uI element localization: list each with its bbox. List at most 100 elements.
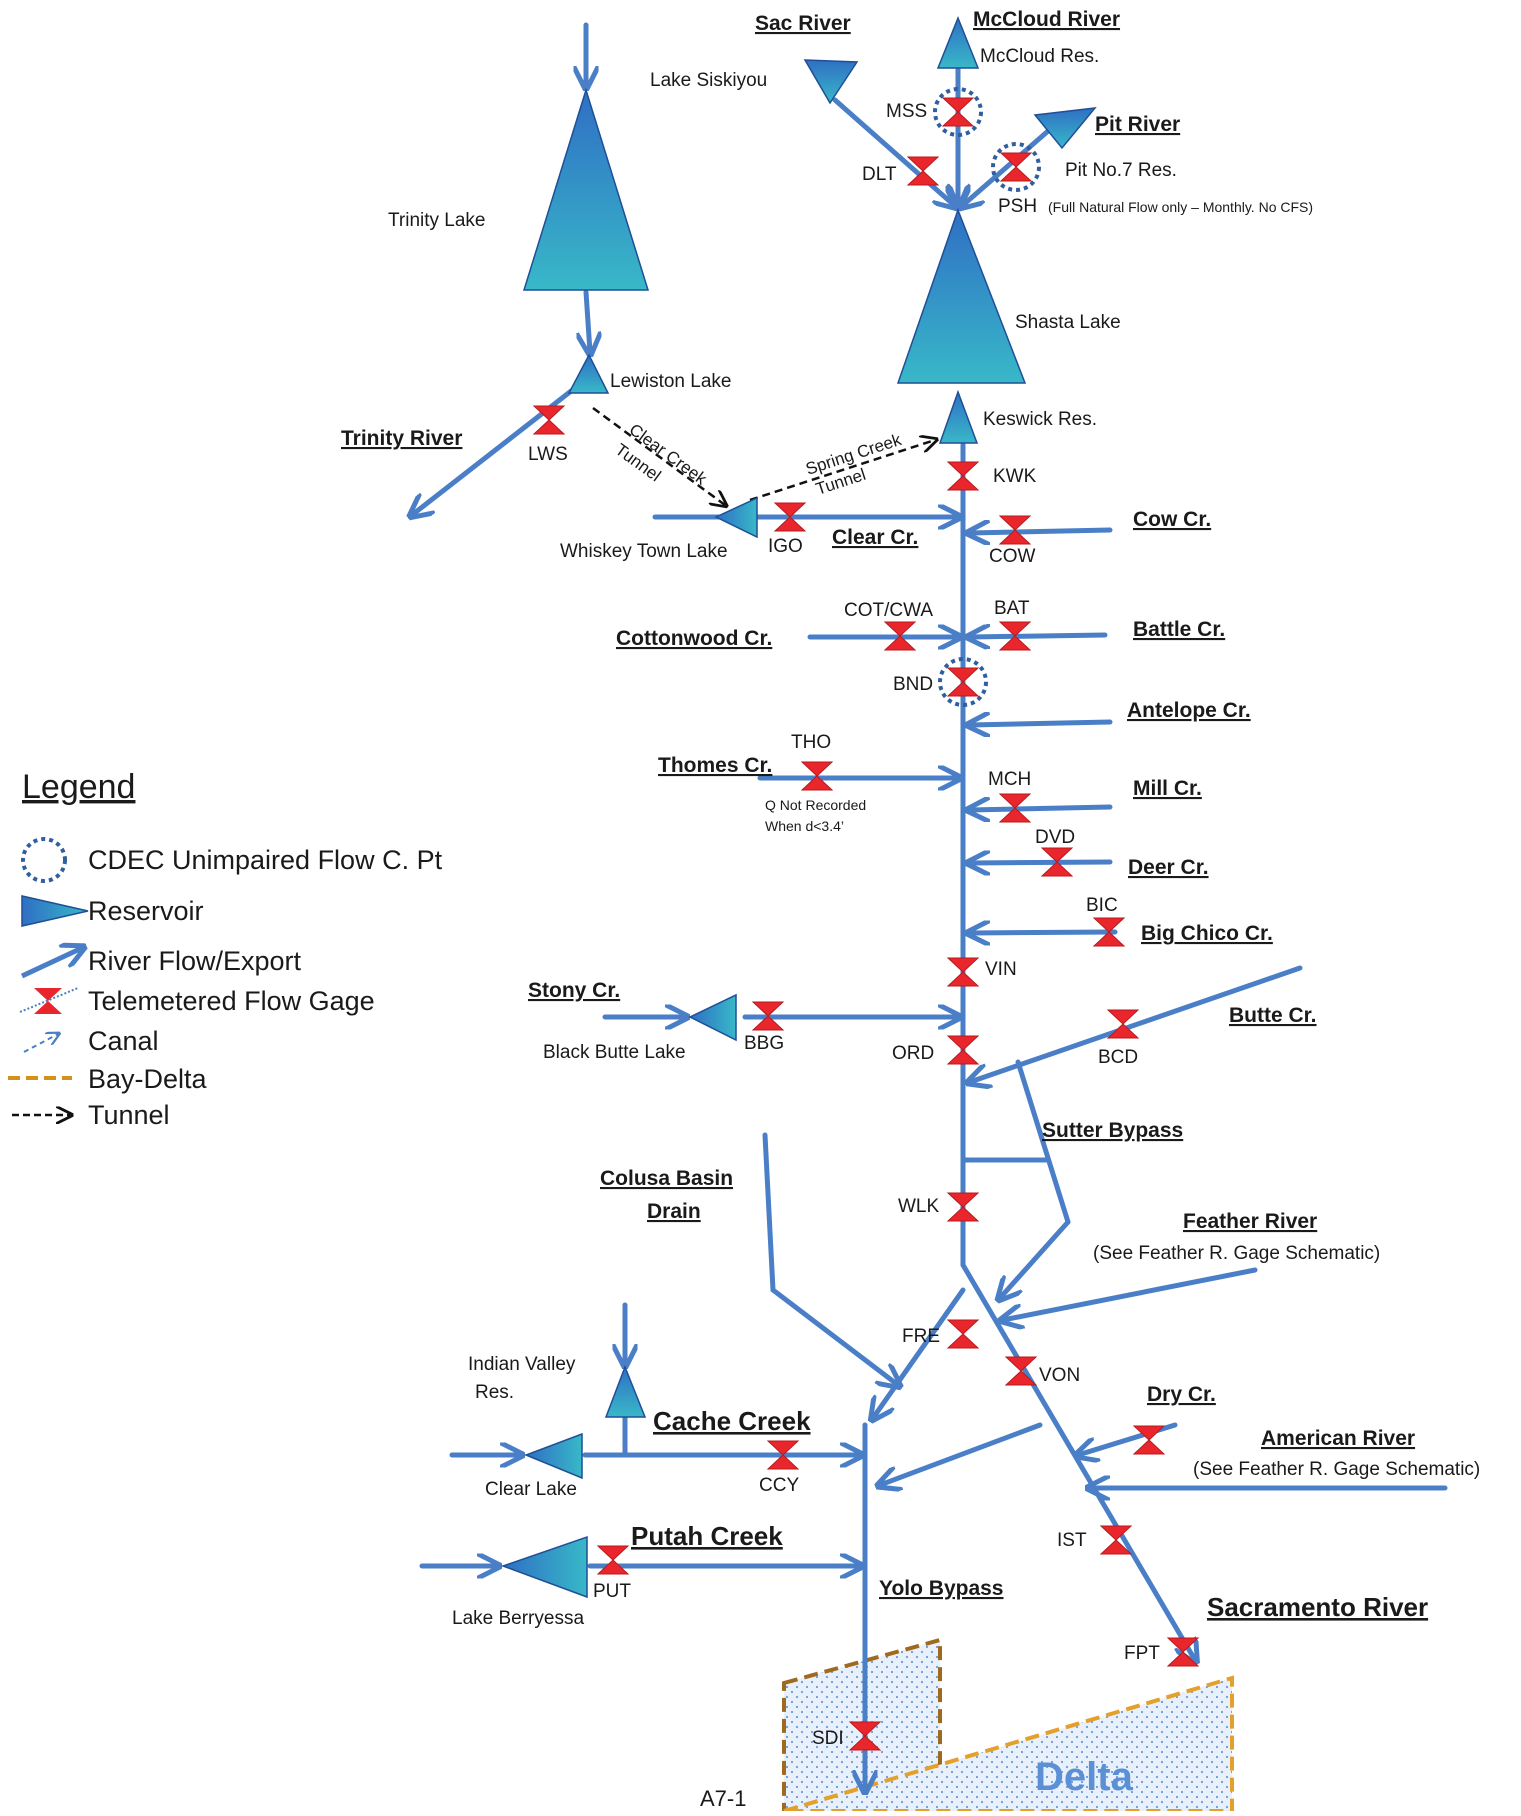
pit-no7-label: Pit No.7 Res. (1065, 160, 1177, 181)
notes: (Full Natural Flow only – Monthly. No CF… (765, 199, 1480, 1480)
feather-note: (See Feather R. Gage Schematic) (1093, 1243, 1380, 1264)
legend-river-icon (20, 948, 82, 979)
gage-von (1004, 1356, 1038, 1386)
clear-cr-label: Clear Cr. (832, 526, 918, 549)
gage-bcd (1106, 1009, 1140, 1039)
sacramento-river-label: Sacramento River (1207, 1592, 1428, 1622)
gage-code-fre: FRE (902, 1326, 940, 1347)
cache-creek-label: Cache Creek (653, 1406, 811, 1436)
lewiston-lake-reservoir (567, 353, 610, 394)
cottonwood-cr-label: Cottonwood Cr. (616, 627, 772, 650)
gage-code-ist: IST (1057, 1530, 1087, 1551)
shasta-lake-label: Shasta Lake (1015, 312, 1121, 333)
gage-code-mch: MCH (988, 769, 1031, 790)
delta-region: Delta (782, 1637, 1234, 1813)
gage-code-wlk: WLK (898, 1196, 940, 1217)
dry-cr-label: Dry Cr. (1147, 1383, 1216, 1406)
pit-river-to-shasta (962, 122, 1058, 206)
mccloud-res-reservoir (936, 15, 980, 69)
colusa-label-1: Colusa Basin (600, 1167, 733, 1190)
gage-fpt (1166, 1637, 1200, 1667)
legend-unimpaired-icon (21, 837, 67, 883)
antelope-cr-label: Antelope Cr. (1127, 699, 1251, 722)
legend-item-baydelta: Bay-Delta (88, 1064, 208, 1094)
sac-river-label: Sac River (755, 12, 851, 35)
gage-codes: MSS DLT PSH LWS KWK IGO COW COT/CWA BAT … (528, 101, 1160, 1749)
gage-code-bic: BIC (1086, 895, 1118, 916)
sutter-bypass-1 (1015, 1059, 1071, 1225)
gage-bbg (751, 1001, 785, 1031)
american-note: (See Feather R. Gage Schematic) (1193, 1459, 1480, 1480)
lake-berryessa-label: Lake Berryessa (452, 1608, 584, 1629)
gage-fre (946, 1319, 980, 1349)
gage-lws (532, 405, 566, 435)
gage-psh (999, 152, 1033, 182)
clear-lake-label: Clear Lake (485, 1479, 577, 1500)
pit-river-label: Pit River (1095, 113, 1180, 136)
gage-ccy (766, 1440, 800, 1470)
gage-bic (1092, 917, 1126, 947)
gage-put (596, 1545, 630, 1575)
legend-item-river: River Flow/Export (88, 946, 302, 976)
clear-lake-reservoir (523, 1432, 583, 1480)
gage-igo (773, 502, 807, 532)
gage-kwk (946, 461, 980, 491)
river-lines (412, 22, 1448, 1790)
battle-cr-label: Battle Cr. (1133, 618, 1225, 641)
main-stem-lower (960, 1262, 1195, 1660)
black-butte-reservoir (688, 993, 737, 1042)
putah-creek-label: Putah Creek (631, 1521, 783, 1551)
battle-inflow (970, 635, 1108, 637)
spring-creek-tunnel (749, 440, 935, 502)
gage-bat (998, 621, 1032, 651)
legend-gage-icon (34, 988, 62, 1014)
gage-bnd (946, 667, 980, 697)
reservoir-labels: McCloud Res. Lake Siskiyou Pit No.7 Res.… (388, 46, 1177, 1629)
thomes-cr-label: Thomes Cr. (658, 754, 772, 777)
pit-no7-reservoir (1033, 107, 1097, 150)
yolo-bypass-label: Yolo Bypass (879, 1577, 1003, 1600)
psh-note: (Full Natural Flow only – Monthly. No CF… (1048, 199, 1313, 215)
legend-title: Legend (22, 768, 135, 806)
sutter-bypass-label: Sutter Bypass (1042, 1119, 1183, 1142)
stony-cr-label: Stony Cr. (528, 979, 620, 1002)
keswick-res-reservoir (938, 389, 979, 444)
river-labels: Sac River McCloud River Pit River Trinit… (341, 8, 1428, 1622)
trinity-lake-label: Trinity Lake (388, 210, 486, 231)
fremont-to-yolo (873, 1287, 966, 1418)
colusa-label-2: Drain (647, 1200, 701, 1223)
mccloud-res-label: McCloud Res. (980, 46, 1099, 67)
bnd-unimpaired-ring (938, 657, 988, 707)
mss-unimpaired-ring (933, 87, 983, 137)
trinity-lake-reservoir (522, 87, 650, 291)
gage-code-vin: VIN (985, 959, 1017, 980)
gage-sdi (848, 1721, 882, 1751)
legend-item-unimpaired: CDEC Unimpaired Flow C. Pt (88, 845, 443, 875)
lake-siskiyou-label: Lake Siskiyou (650, 70, 767, 91)
gage-code-mss: MSS (886, 101, 927, 122)
gage-dvd (1040, 847, 1074, 877)
feather-inflow (1003, 1267, 1258, 1320)
legend-item-gage: Telemetered Flow Gage (88, 986, 375, 1016)
gage-cow (998, 515, 1032, 545)
cow-cr-label: Cow Cr. (1133, 508, 1211, 531)
colusa-drain (762, 1132, 898, 1385)
sac-river-to-shasta (832, 97, 955, 206)
gage-code-lws: LWS (528, 444, 568, 465)
legend-item-reservoir: Reservoir (88, 896, 204, 926)
deer-cr-label: Deer Cr. (1128, 856, 1209, 879)
lake-siskiyou-reservoir (803, 59, 859, 105)
trinity-river-label: Trinity River (341, 427, 462, 450)
whiskey-town-reservoir (714, 496, 758, 539)
lewiston-lake-label: Lewiston Lake (610, 371, 731, 392)
gage-code-bcd: BCD (1098, 1047, 1138, 1068)
gage-code-von: VON (1039, 1365, 1080, 1386)
gage-code-igo: IGO (768, 536, 803, 557)
gage-code-ord: ORD (892, 1043, 934, 1064)
legend-reservoir-icon (21, 895, 89, 927)
sac-to-yolo (880, 1422, 1043, 1485)
gage-code-bbg: BBG (744, 1033, 784, 1054)
black-butte-label: Black Butte Lake (543, 1042, 686, 1063)
